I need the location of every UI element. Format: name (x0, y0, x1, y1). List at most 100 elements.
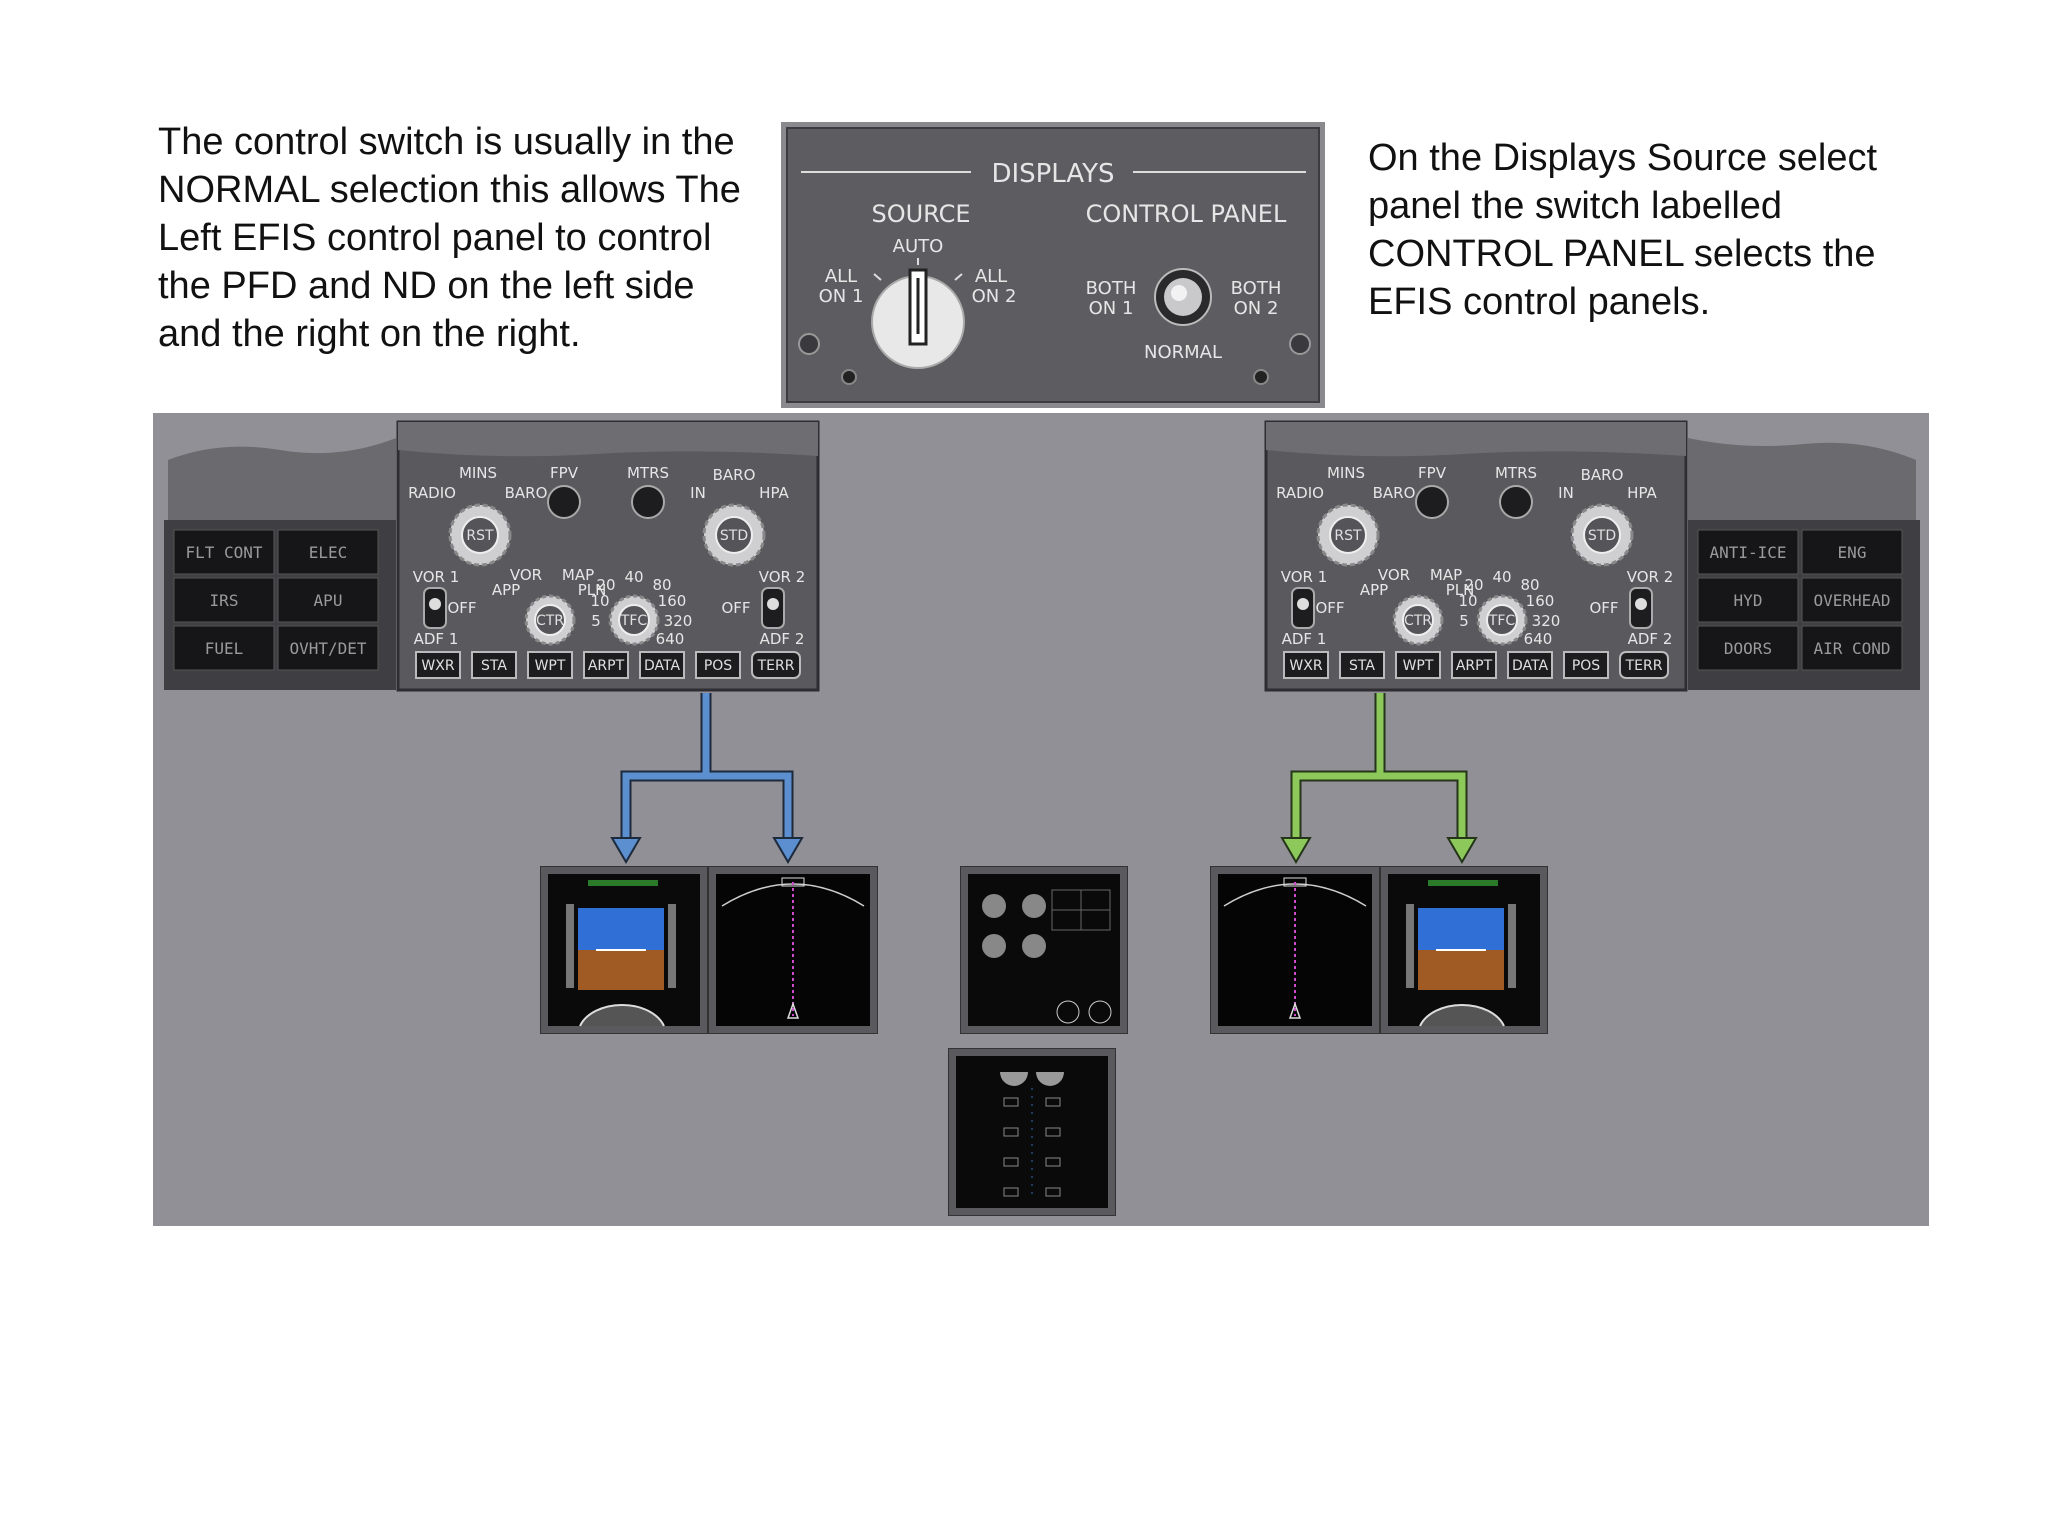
sys-button-doors[interactable]: DOORS (1697, 625, 1799, 671)
sys-button-irs[interactable]: IRS (173, 577, 275, 623)
wxr-button[interactable]: WXR (415, 651, 461, 679)
cp-normal-label: NORMAL (1144, 342, 1222, 363)
off-right-label: OFF (1589, 599, 1618, 617)
in-label: IN (690, 484, 706, 502)
mtrs-label: MTRS (1495, 464, 1537, 482)
wpt-button[interactable]: WPT (1395, 651, 1441, 679)
svg-text:TFC: TFC (620, 613, 648, 629)
cp-both-on-1-line2: ON 1 (1089, 298, 1134, 319)
range-320: 320 (664, 612, 693, 630)
svg-text:ENG: ENG (1838, 543, 1867, 562)
baro-std-knob[interactable]: STD (702, 503, 766, 567)
right-explanation-text: On the Displays Source select panel the … (1368, 137, 1878, 323)
adf2-label: ADF 2 (760, 630, 805, 648)
range-tfc-knob[interactable]: TFC (608, 594, 660, 646)
terr-button[interactable]: TERR (1619, 651, 1669, 679)
sys-button-overhead[interactable]: OVERHEAD (1801, 577, 1903, 623)
fpv-label: FPV (1418, 464, 1447, 482)
left-efis-control-panel: MINS RADIO BARO RST FPV MTRS BARO IN HPA… (396, 420, 820, 692)
svg-text:WXR: WXR (1289, 658, 1322, 674)
svg-text:RST: RST (466, 528, 494, 544)
control-panel-selector-knob[interactable] (1154, 268, 1212, 326)
svg-text:WPT: WPT (535, 658, 566, 674)
baro-mins-label: BARO (1373, 484, 1416, 502)
svg-text:DATA: DATA (644, 658, 680, 674)
terr-button[interactable]: TERR (751, 651, 801, 679)
displays-source-panel: DISPLAYS SOURCE CONTROL PANEL AUTO ALL O… (781, 122, 1325, 408)
svg-text:STA: STA (481, 658, 507, 674)
sys-button-flt-cont[interactable]: FLT CONT (173, 529, 275, 575)
map-mode-label: MAP (1430, 566, 1462, 584)
vor1-adf1-switch[interactable] (423, 587, 447, 629)
svg-text:TERR: TERR (757, 658, 795, 674)
left-blue-arrows (610, 693, 804, 864)
range-80: 80 (1520, 576, 1539, 594)
range-tfc-knob[interactable]: TFC (1476, 594, 1528, 646)
sys-button-air-cond[interactable]: AIR COND (1801, 625, 1903, 671)
range-10: 10 (590, 592, 609, 610)
source-all-on-2-line1: ALL (975, 266, 1007, 287)
svg-text:CTR: CTR (1404, 613, 1432, 629)
fpv-button[interactable] (1415, 485, 1449, 519)
right-pfd-display (1380, 866, 1548, 1034)
source-all-on-2-line2: ON 2 (972, 286, 1017, 307)
range-640: 640 (656, 630, 685, 648)
source-selector-knob[interactable] (871, 268, 965, 369)
data-button[interactable]: DATA (639, 651, 685, 679)
source-all-on-1-line1: ALL (825, 266, 857, 287)
fpv-button[interactable] (547, 485, 581, 519)
displays-title: DISPLAYS (991, 159, 1114, 189)
pos-button[interactable]: POS (695, 651, 741, 679)
app-mode-label: APP (1360, 581, 1388, 599)
svg-text:DATA: DATA (1512, 658, 1548, 674)
cp-both-on-2-line1: BOTH (1231, 278, 1282, 299)
svg-text:POS: POS (1572, 658, 1600, 674)
vor2-adf2-switch[interactable] (1629, 587, 1653, 629)
adf2-label: ADF 2 (1628, 630, 1673, 648)
mode-ctr-knob[interactable]: CTR (1392, 594, 1444, 646)
wpt-button[interactable]: WPT (527, 651, 573, 679)
mins-rst-knob[interactable]: RST (448, 503, 512, 567)
baro-label: BARO (713, 466, 756, 484)
sys-button-hyd[interactable]: HYD (1697, 577, 1799, 623)
mtrs-button[interactable] (1499, 485, 1533, 519)
sta-button[interactable]: STA (1339, 651, 1385, 679)
sys-button-ovht-det[interactable]: OVHT/DET (277, 625, 379, 671)
arpt-button[interactable]: ARPT (1451, 651, 1497, 679)
sys-button-anti-ice[interactable]: ANTI-ICE (1697, 529, 1799, 575)
range-640: 640 (1524, 630, 1553, 648)
sys-button-eng[interactable]: ENG (1801, 529, 1903, 575)
data-button[interactable]: DATA (1507, 651, 1553, 679)
mtrs-label: MTRS (627, 464, 669, 482)
mins-rst-knob[interactable]: RST (1316, 503, 1380, 567)
radio-label: RADIO (1276, 484, 1324, 502)
sta-button[interactable]: STA (471, 651, 517, 679)
range-40: 40 (624, 568, 643, 586)
svg-text:IRS: IRS (210, 591, 239, 610)
upper-eicas-display (960, 866, 1128, 1034)
vor2-label: VOR 2 (1627, 568, 1674, 586)
sys-button-elec[interactable]: ELEC (277, 529, 379, 575)
range-80: 80 (652, 576, 671, 594)
baro-label: BARO (1581, 466, 1624, 484)
sys-button-apu[interactable]: APU (277, 577, 379, 623)
svg-text:WPT: WPT (1403, 658, 1434, 674)
range-160: 160 (658, 592, 687, 610)
arpt-button[interactable]: ARPT (583, 651, 629, 679)
svg-text:RST: RST (1334, 528, 1362, 544)
baro-std-knob[interactable]: STD (1570, 503, 1634, 567)
wxr-button[interactable]: WXR (1283, 651, 1329, 679)
mtrs-button[interactable] (631, 485, 665, 519)
pln-mode-label: PLN (1446, 581, 1475, 599)
vor1-adf1-switch[interactable] (1291, 587, 1315, 629)
source-all-on-1-line2: ON 1 (819, 286, 864, 307)
vor1-label: VOR 1 (413, 568, 460, 586)
sys-button-fuel[interactable]: FUEL (173, 625, 275, 671)
pos-button[interactable]: POS (1563, 651, 1609, 679)
radio-label: RADIO (408, 484, 456, 502)
control-arrows (610, 693, 1478, 864)
range-20: 20 (1464, 576, 1483, 594)
svg-text:ARPT: ARPT (1456, 658, 1493, 674)
mode-ctr-knob[interactable]: CTR (524, 594, 576, 646)
vor2-adf2-switch[interactable] (761, 587, 785, 629)
